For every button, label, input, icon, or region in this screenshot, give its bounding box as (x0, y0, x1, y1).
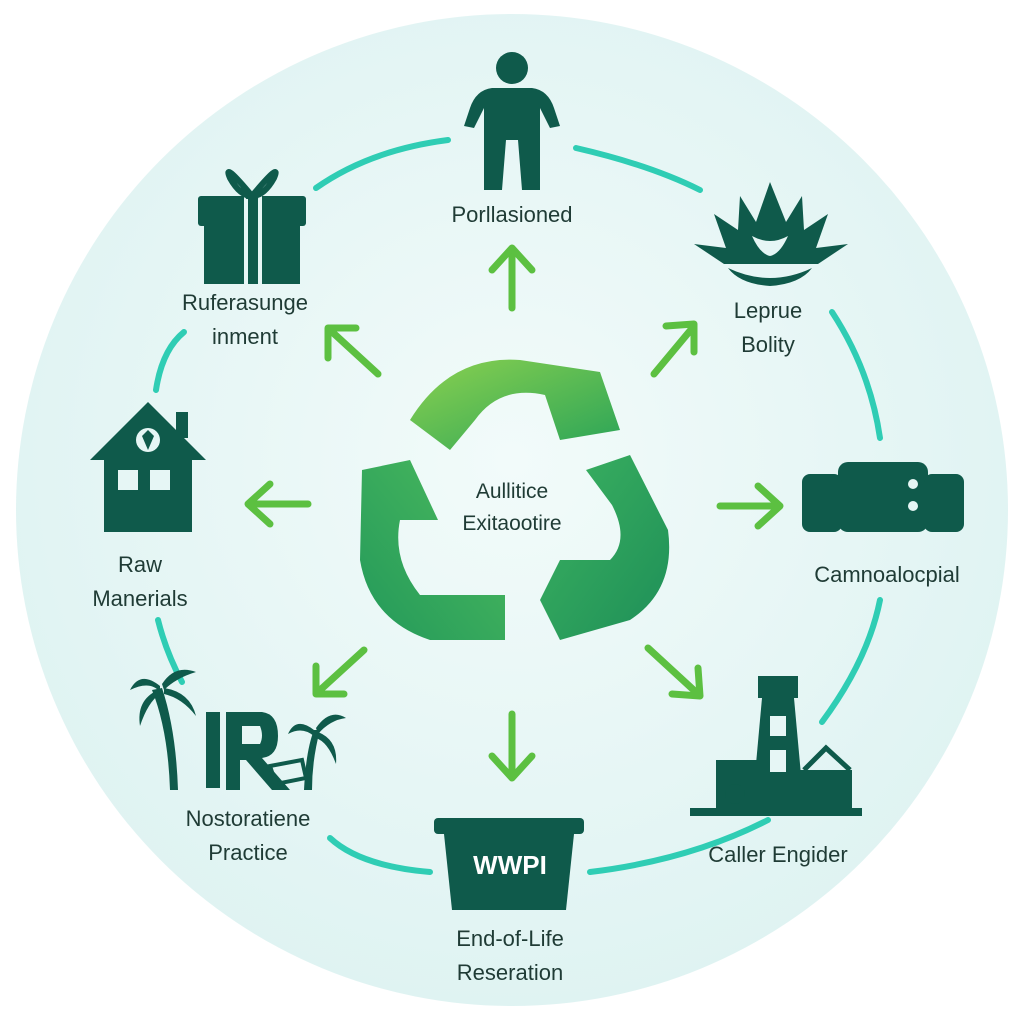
node-label-top-right-line1: Leprue (733, 298, 803, 323)
node-label-top-left-line1: Ruferasunge (182, 290, 308, 315)
recycle-icon (360, 359, 670, 640)
outer-ring (153, 137, 883, 875)
arrow-left-icon (244, 480, 312, 528)
factory-tower-icon (690, 676, 862, 816)
recycle-arrow-left (360, 460, 505, 640)
node-label-top-left-line2: inment (211, 324, 279, 349)
node-label-bottom-line2: Reseration (456, 960, 564, 985)
node-label-left: Raw Manerials (60, 548, 220, 616)
ring-arc-bottom-right (587, 817, 771, 875)
recycle-arrow-right (540, 455, 670, 640)
node-label-left-line2: Manerials (92, 586, 188, 611)
node-label-bottom: End-of-Life Reseration (410, 922, 610, 990)
plant-leaves-icon (694, 182, 848, 286)
arrow-down-right-icon (644, 644, 704, 700)
node-label-bottom-right: Caller Engider (678, 838, 878, 872)
node-label-bottom-right-line1: Caller Engider (708, 842, 848, 867)
house-icon (90, 402, 206, 532)
node-label-left-line1: Raw (117, 552, 162, 577)
direction-arrows (244, 244, 784, 782)
ring-arc-bottom-left (327, 835, 433, 875)
center-label: Aullitice Exitaootire (412, 476, 612, 540)
node-label-bottom-left-line2: Practice (208, 840, 288, 865)
palm-machine-icon (130, 669, 346, 790)
arrow-down-left-icon (312, 646, 368, 698)
arrow-up-icon (488, 244, 536, 312)
node-label-bottom-left-line1: Nostoratiene (185, 806, 311, 831)
arrow-down-icon (488, 710, 536, 782)
node-label-top-left: Ruferasunge inment (140, 286, 350, 354)
bin-text: WWPI (473, 850, 547, 880)
arrow-right-icon (716, 482, 784, 530)
node-label-top-line1: Porllasioned (451, 202, 573, 227)
ring-arc-left-upper (153, 329, 187, 393)
node-label-top-right-line2: Bolity (741, 332, 795, 357)
node-label-bottom-line1: End-of-Life (456, 926, 564, 951)
node-label-right-line1: Camnoalocpial (814, 562, 960, 587)
node-label-top: Porllasioned (412, 198, 612, 232)
recycle-arrow-top (410, 359, 620, 450)
gift-box-icon (198, 169, 306, 284)
waste-bin-icon (434, 818, 584, 910)
ring-arc-right-lower (819, 597, 883, 725)
sofa-icon (802, 462, 964, 532)
node-label-top-right: Leprue Bolity (688, 294, 848, 362)
ring-arc-top-right (573, 145, 703, 193)
person-icon (464, 52, 560, 190)
arrow-up-right-icon (650, 320, 698, 378)
node-label-right: Camnoalocpial (782, 558, 992, 592)
ring-arc-top-left (313, 137, 451, 191)
arrow-up-left-icon (324, 324, 382, 378)
center-label-line2: Exitaootire (462, 512, 562, 535)
node-label-bottom-left: Nostoratiene Practice (148, 802, 348, 870)
center-label-line1: Aullitice (475, 480, 549, 503)
ring-arc-right-upper (829, 309, 883, 441)
